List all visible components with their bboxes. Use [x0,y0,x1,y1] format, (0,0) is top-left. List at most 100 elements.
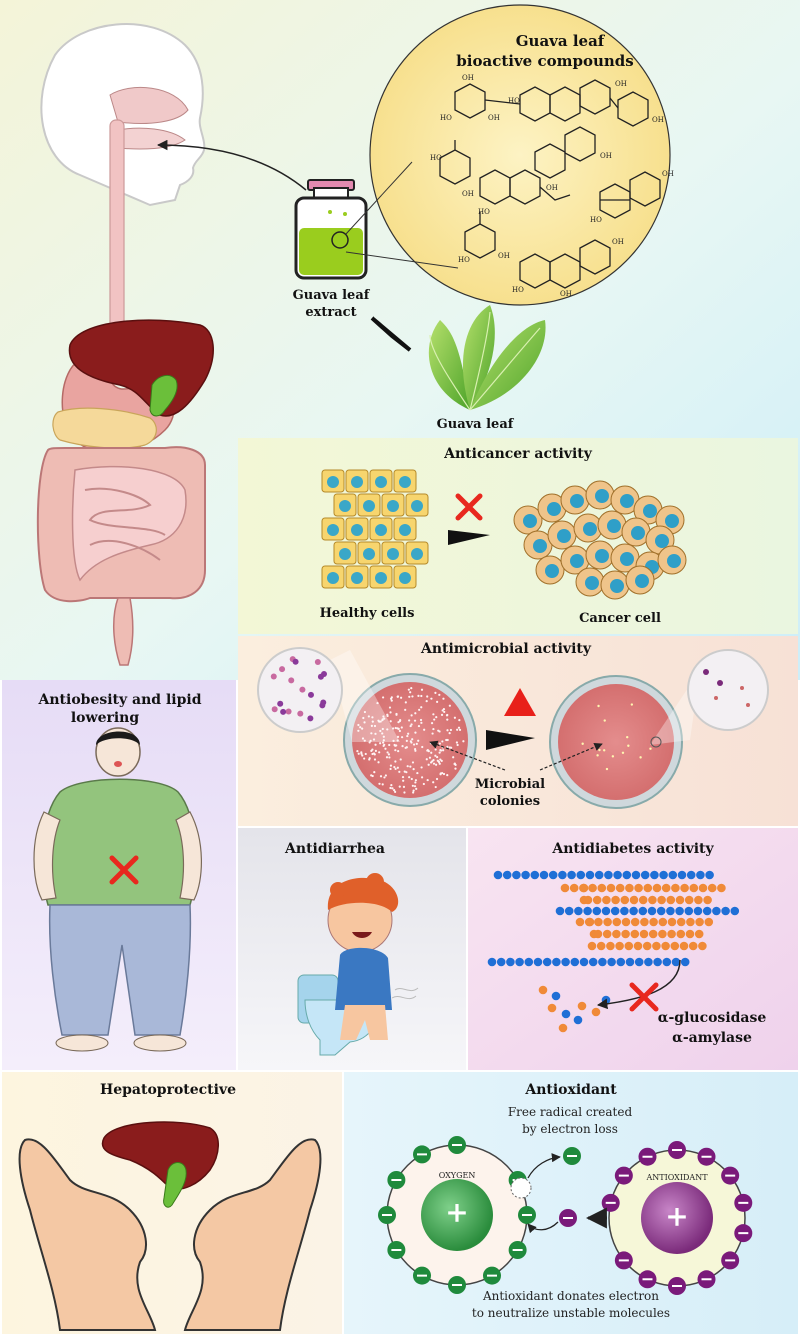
stink-lines [391,987,419,1000]
antioxidant-title: Antioxidant [524,1082,617,1098]
glucose-unit [652,883,662,893]
glucose-unit [638,906,648,916]
svg-text:HO: HO [512,286,524,294]
glucose-unit [670,941,680,951]
glucose-unit [612,917,622,927]
colonies-label-line2: colonies [480,794,540,809]
glucose-unit [552,957,561,967]
svg-text:HO: HO [478,208,490,216]
glucose-unit [661,883,671,893]
glucose-unit [698,941,707,951]
glucose-unit [597,883,607,893]
glucose-unit [524,957,534,967]
anticancer-title: Anticancer activity [443,446,593,462]
inhibit-x-icon [629,982,659,1012]
glucose-unit [694,929,704,939]
glucose-unit [688,941,698,951]
glucose-unit [622,870,632,880]
glucose-monomer [547,1003,557,1013]
glucose-unit [648,929,658,939]
glucose-unit [643,883,653,893]
glucose-unit [675,906,684,916]
cancer-cells-cluster [513,480,687,600]
glucose-unit [493,870,503,880]
small-intestine [71,465,187,582]
magnifier-icon [650,649,769,745]
gallbladder [149,374,178,417]
enzyme-alpha-glucosidase: α-glucosidase [658,1010,767,1026]
glucose-unit [530,870,540,880]
glucose-unit [685,929,695,939]
glucose-monomer [577,1001,587,1011]
child-icon [327,873,399,1040]
glucose-unit [638,895,648,905]
glucose-unit [567,870,576,880]
leaf-icon [428,305,546,411]
svg-text:HO: HO [430,154,442,162]
svg-text:HO: HO [458,256,470,264]
glucose-unit [703,895,712,905]
antidiabetes-panel [468,828,798,1070]
oral-cavity [117,127,186,150]
glucose-unit [601,906,611,916]
glucose-unit [671,883,680,893]
glucose-unit [596,941,606,951]
svg-text:OH: OH [615,80,627,88]
svg-text:HO: HO [590,216,602,224]
glucose-unit [588,957,598,967]
glucose-unit [621,917,631,927]
glucose-unit [630,929,640,939]
glucose-unit [684,906,694,916]
plus-sign: + [665,1200,688,1233]
glucose-unit [558,870,567,880]
zoom-line-upper [345,161,413,235]
compounds-title-line1: Guava leaf [516,32,606,50]
glucose-unit [684,895,694,905]
glucose-unit [607,957,616,967]
glucose-unit [675,895,685,905]
glucose-unit [620,895,630,905]
glucose-unit [640,870,650,880]
hepatoprotective-title: Hepatoprotective [100,1082,236,1098]
glucose-monomer [573,1015,583,1025]
glucose-unit [594,917,603,927]
glucose-unit [647,906,657,916]
glucose-unit [667,917,677,927]
glucose-unit [693,906,703,916]
glucose-unit [631,870,641,880]
triangle-icon [504,688,536,716]
glucose-unit [686,870,696,880]
glucose-unit [649,917,658,927]
glucose-unit [606,941,615,951]
esophagus [109,119,125,356]
glucose-unit [676,917,686,927]
glucose-unit [698,883,708,893]
zoom-spot [650,736,662,748]
glucose-unit [575,917,585,927]
glucose-unit [659,870,668,880]
glucose-unit [661,941,670,951]
glucose-unit [679,941,689,951]
glucose-unit [657,895,666,905]
glucose-unit [548,870,558,880]
glucose-unit [613,870,622,880]
pointer-right [539,743,603,771]
svg-text:HO: HO [508,97,520,105]
free-radical-line2: by electron loss [522,1122,618,1136]
glucose-unit [648,895,657,905]
glucose-unit [515,957,524,967]
glucose-unit [602,929,612,939]
cancer-cell-label: Cancer cell [579,611,661,626]
glucose-unit [579,957,589,967]
glucose-monomer [558,1023,568,1033]
glucose-unit [658,929,667,939]
nasal-cavity [109,86,189,124]
liver [68,319,214,417]
glucose-unit [676,929,686,939]
rectum [112,597,134,666]
pointer-left [429,740,506,771]
glucose-unit [564,906,574,916]
glucose-unit [658,917,668,927]
glucose-unit [695,917,704,927]
person-icon [33,727,202,1052]
